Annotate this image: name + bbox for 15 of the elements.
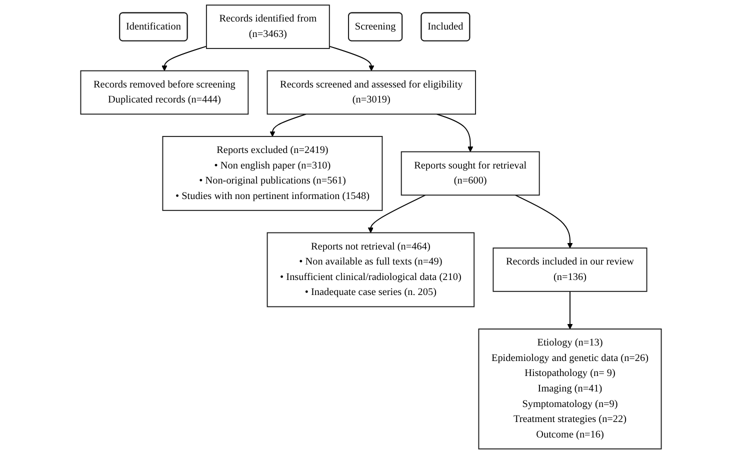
node-box: Records removed before screening Duplicated records (n=444) xyxy=(80,70,249,115)
node-box: Reports excluded (n=2419) • Non english paper (n=310) • Non-original publications (n=561) • Studies with non pertinent information (1548) xyxy=(162,136,383,211)
arrow xyxy=(270,114,307,137)
node-box: Reports sought for retrieval (n=600) xyxy=(400,151,540,196)
node-box: Etiology (n=13) Epidemiology and genetic data (n=26) Histopathology (n= 9) Imaging (n=41) Symptomatology (n=9) Treatment strategies (n=22) Outcome (n=16) xyxy=(478,328,662,450)
arrow xyxy=(436,114,474,152)
node-box: Records screened and assessed for eligibility (n=3019) xyxy=(266,70,476,115)
arrow xyxy=(162,46,207,72)
node-box: Records included in our review (n=136) xyxy=(492,248,648,292)
arrow xyxy=(567,290,573,330)
arrow xyxy=(328,46,374,72)
node-box: Reports not retrieval (n=464) • Non available as full texts (n=49) • Insufficient clinical/radiological data (210) • Inadequate case series (n. 205) xyxy=(266,232,475,308)
arrow xyxy=(368,194,426,233)
node-box: Records identified from (n=3463) xyxy=(206,4,330,49)
arrow xyxy=(514,194,573,248)
